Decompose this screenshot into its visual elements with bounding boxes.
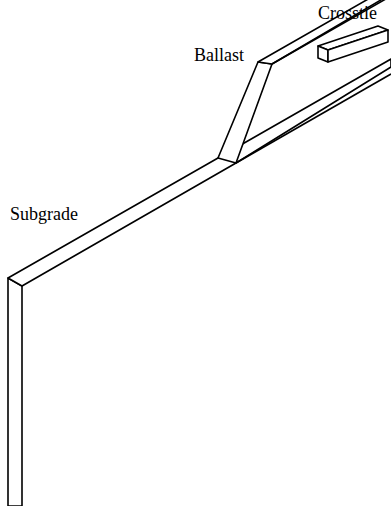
crosstie-side xyxy=(328,30,388,62)
ballast-top xyxy=(258,0,391,64)
subgrade-top xyxy=(8,59,391,286)
crosstie-front xyxy=(318,46,328,62)
subgrade-front-face xyxy=(8,278,22,506)
part-label: Crosstie xyxy=(318,4,377,24)
part-label: Ballast xyxy=(194,46,244,66)
part-label: Subgrade xyxy=(10,205,78,225)
ballast-shoulder-edge xyxy=(272,0,391,64)
ballast-slope-edge xyxy=(236,74,391,163)
